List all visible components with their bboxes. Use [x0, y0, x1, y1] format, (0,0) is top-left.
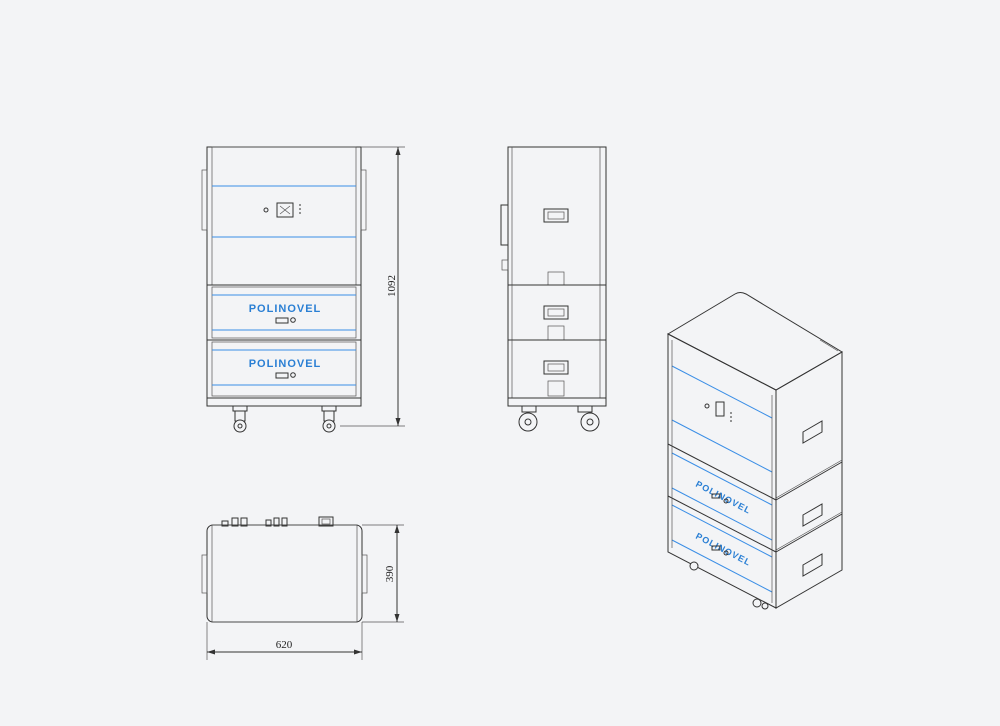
depth-dimension: 390: [362, 524, 404, 623]
front-view: POLINOVEL POLINOVEL: [201, 146, 405, 433]
width-dimension: 620: [206, 622, 363, 660]
top-view-connectors: [221, 516, 334, 527]
depth-label: 390: [384, 565, 396, 582]
isometric-view: POLINOVEL POLINOVEL: [666, 292, 843, 610]
iso-wheels: [689, 561, 769, 610]
front-wheel-left: [232, 405, 248, 433]
side-view: [500, 146, 607, 432]
iso-control-panel-icon: [704, 401, 732, 424]
front-wheel-right: [321, 405, 337, 433]
control-panel-icon: [263, 202, 301, 218]
width-label: 620: [276, 639, 293, 651]
front-logo-bottom: POLINOVEL: [249, 358, 322, 370]
height-dimension: 1092: [340, 146, 405, 427]
iso-logo-top: POLINOVEL: [694, 479, 753, 516]
top-view: 390 620: [201, 516, 404, 660]
side-wheel-right: [577, 405, 600, 432]
iso-logo-bottom: POLINOVEL: [694, 531, 753, 568]
side-wheel-left: [518, 405, 538, 432]
front-logo-top: POLINOVEL: [249, 303, 322, 315]
height-label: 1092: [386, 275, 398, 297]
